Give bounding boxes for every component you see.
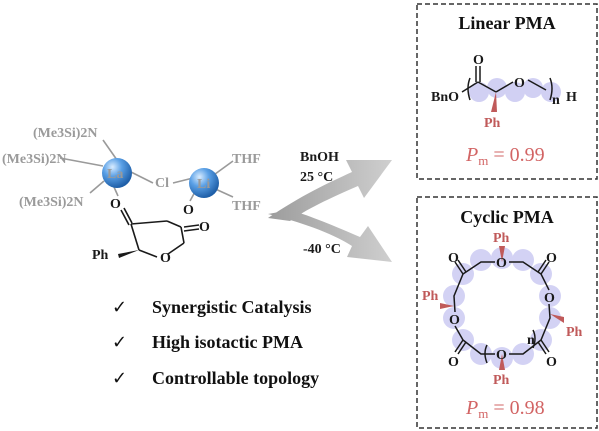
catalyst-structure: (Me3Si)2N (Me3Si)2N (Me3Si)2N La Li Cl T…	[2, 126, 261, 266]
cyclic-ring-oxygen-left: O	[449, 313, 460, 328]
linear-pm-symbol: P	[465, 144, 478, 166]
reaction-arrows: BnOH 25 °C -40 °C	[268, 150, 392, 262]
cyclic-carbonyl-oxygen-br: O	[546, 355, 557, 370]
cyclic-ring-oxygen-right: O	[544, 291, 555, 306]
cyclic-pm-value: Pm = 0.98	[465, 397, 545, 421]
cyclic-pma-bonds	[453, 259, 551, 364]
cyclic-phenyl-top: Ph	[493, 231, 510, 246]
linear-phenyl-wedge	[491, 92, 497, 112]
benzyloxy-label: BnO	[431, 90, 459, 105]
checkmark-icon: ✓	[112, 368, 127, 389]
ring-oxygen: O	[160, 251, 171, 266]
cyclic-pma-panel: Cyclic PMA	[416, 196, 598, 429]
lower-temperature-label: -40 °C	[303, 242, 341, 257]
cyclic-pma-frame	[416, 196, 598, 429]
cyclic-phenyl-right: Ph	[566, 325, 583, 340]
cyclic-carbonyl-oxygen-tr: O	[546, 251, 557, 266]
feature-list: ✓ Synergistic Catalysis ✓ High isotactic…	[112, 297, 319, 389]
checkmark-icon: ✓	[112, 297, 127, 318]
li-atom-sphere	[189, 168, 219, 198]
cyclic-pm-number: = 0.98	[488, 397, 544, 419]
li-coordinated-oxygen: O	[183, 203, 194, 218]
linear-pm-value: Pm = 0.99	[465, 144, 545, 168]
la-coordinated-oxygen: O	[110, 197, 121, 212]
linear-end-hydrogen: H	[566, 90, 577, 105]
linear-pma-bonds	[461, 66, 553, 101]
linear-carbonyl-oxygen: O	[473, 53, 484, 68]
phenyl-label: Ph	[92, 248, 109, 263]
ligand-2-label: (Me3Si)2N	[2, 152, 67, 167]
cyclic-ring-oxygen-bottom: O	[496, 348, 507, 363]
cyclic-carbonyl-oxygen-tl: O	[448, 251, 459, 266]
upper-arrow	[268, 160, 392, 221]
cyclic-phenyl-bottom: Ph	[493, 373, 510, 388]
linear-pma-title: Linear PMA	[458, 13, 555, 33]
cyclic-phenyl-left: Ph	[422, 289, 439, 304]
linear-chain-oxygen: O	[514, 76, 525, 91]
linear-phenyl-label: Ph	[484, 116, 501, 131]
cyclic-ring-oxygen-top: O	[496, 256, 507, 271]
cyclic-repeat-n: n	[527, 333, 535, 348]
linear-pm-subscript: m	[478, 153, 488, 168]
linear-monomer-highlight	[469, 78, 561, 102]
carbonyl-oxygen: O	[199, 220, 210, 235]
cyclic-pm-symbol: P	[465, 397, 478, 419]
feature-text-1: Synergistic Catalysis	[152, 297, 312, 317]
linear-repeat-n: n	[552, 93, 560, 108]
cyclic-pm-subscript: m	[478, 406, 488, 421]
feature-text-3: Controllable topology	[152, 368, 319, 388]
thf-1-label: THF	[232, 152, 261, 167]
feature-text-2: High isotactic PMA	[152, 332, 303, 352]
li-label: Li	[197, 177, 210, 192]
thf-2-label: THF	[232, 199, 261, 214]
linear-pm-number: = 0.99	[488, 144, 544, 166]
anhydride-ring-bonds	[118, 207, 200, 258]
upper-reagent-label: BnOH	[300, 150, 339, 165]
la-atom-sphere	[102, 158, 132, 188]
feature-item-2: ✓ High isotactic PMA	[112, 332, 303, 353]
ligand-1-label: (Me3Si)2N	[33, 126, 98, 141]
la-label: La	[107, 167, 123, 182]
cyclic-pma-title: Cyclic PMA	[460, 207, 553, 227]
feature-item-3: ✓ Controllable topology	[112, 368, 319, 389]
ligand-3-label: (Me3Si)2N	[19, 195, 84, 210]
cyclic-phenyl-wedges	[440, 246, 564, 370]
chloride-label: Cl	[155, 176, 169, 191]
linear-pma-panel: Linear PMA BnO O O n H Ph Pm = 0.99	[416, 3, 598, 180]
checkmark-icon: ✓	[112, 332, 127, 353]
cyclic-carbonyl-oxygen-bl: O	[448, 355, 459, 370]
linear-pma-frame	[416, 3, 598, 180]
upper-temperature-label: 25 °C	[300, 170, 333, 185]
feature-item-1: ✓ Synergistic Catalysis	[112, 297, 312, 318]
lower-arrow	[268, 210, 392, 262]
